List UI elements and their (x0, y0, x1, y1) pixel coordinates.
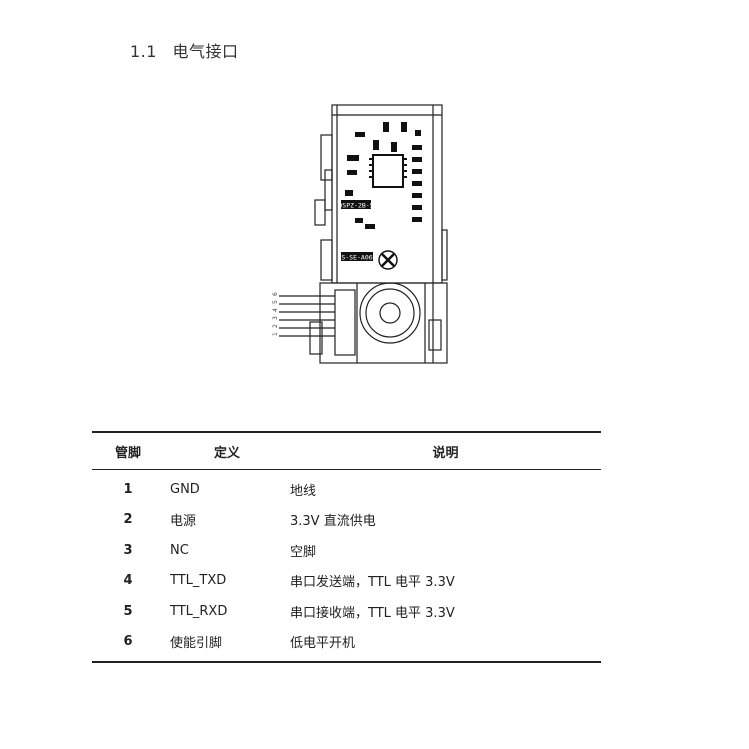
header-definition: 定义 (213, 445, 240, 461)
section-heading: 1.1 电气接口 (130, 38, 239, 62)
definition-cell: NC (170, 542, 189, 558)
pin-label-2: 2 (272, 324, 279, 328)
board-label-1 (341, 200, 371, 209)
table-row: 3 NC 空脚 (92, 535, 601, 566)
lower-assembly (319, 282, 448, 364)
section-number: 1.1 (130, 42, 157, 61)
section-title: 电气接口 (172, 42, 239, 61)
board-label-2 (341, 252, 373, 261)
definition-cell: TTL_TXD (170, 573, 227, 589)
pin-label-1: 1 (272, 332, 279, 336)
module-drawing: DSPZ-2B-S S-SE-A06 6 5 4 3 2 1 (265, 100, 465, 370)
description-cell: 低电平开机 (290, 636, 356, 652)
description-cell: 空脚 (290, 544, 317, 560)
pin-definition-table: 管脚 定义 说明 1 GND 地线 2 电源 3.3V 直流供电 3 NC 空脚… (92, 431, 601, 663)
description-cell: 3.3V 直流供电 (290, 514, 376, 530)
pin-cell: 3 (123, 542, 133, 558)
sensor-disc (359, 282, 421, 344)
mcu-chip (372, 154, 404, 188)
definition-cell: GND (170, 481, 200, 497)
table-row: 4 TTL_TXD 串口发送端，TTL 电平 3.3V (92, 566, 601, 597)
logo-mark (378, 250, 398, 270)
description-cell: 串口发送端，TTL 电平 3.3V (290, 575, 455, 591)
table-row: 2 电源 3.3V 直流供电 (92, 505, 601, 536)
pin-header (334, 289, 356, 356)
table-row: 5 TTL_RXD 串口接收端，TTL 电平 3.3V (92, 596, 601, 627)
board-label-1-text: DSPZ-2B-S (338, 202, 373, 210)
description-cell: 串口接收端，TTL 电平 3.3V (290, 605, 455, 621)
pin-label-5: 5 (272, 300, 279, 304)
board-label-2-text: S-SE-A06 (341, 254, 372, 262)
description-cell: 地线 (290, 483, 317, 499)
pin-label-4: 4 (272, 308, 279, 312)
pin-cell: 1 (123, 481, 133, 497)
definition-cell: TTL_RXD (170, 603, 228, 619)
table-header-row: 管脚 定义 说明 (92, 432, 601, 470)
pin-cell: 5 (123, 603, 133, 619)
pin-cell: 4 (123, 573, 133, 589)
definition-cell: 电源 (170, 514, 197, 530)
table-row: 1 GND 地线 (92, 470, 601, 505)
pin-cell: 6 (123, 634, 133, 650)
module-drawing-svg: DSPZ-2B-S S-SE-A06 6 5 4 3 2 1 (272, 104, 448, 364)
pin-label-3: 3 (272, 316, 279, 320)
pin-label-6: 6 (272, 292, 279, 296)
definition-cell: 使能引脚 (170, 636, 223, 652)
table-row: 6 使能引脚 低电平开机 (92, 627, 601, 662)
header-pin: 管脚 (114, 445, 141, 461)
pin-cell: 2 (123, 512, 133, 528)
header-description: 说明 (432, 445, 459, 461)
